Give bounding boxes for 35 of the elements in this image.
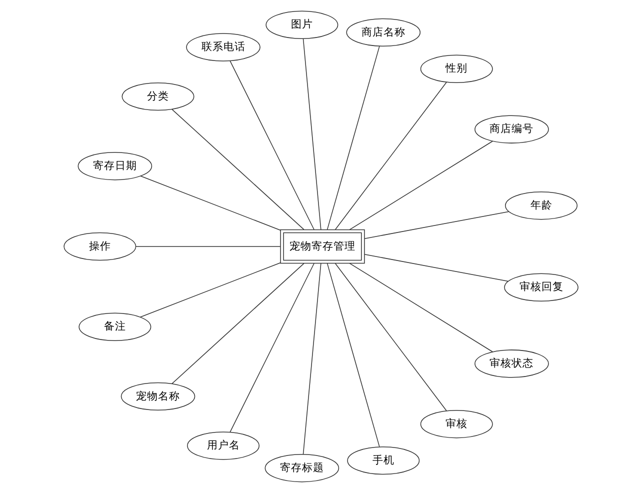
node-ellipse: 寄存日期 — [77, 152, 152, 180]
connector — [364, 254, 508, 282]
connector — [302, 38, 321, 230]
connector — [139, 262, 280, 318]
node-ellipse: 年龄 — [504, 191, 577, 220]
node-ellipse: 性别 — [420, 54, 492, 83]
connector — [326, 46, 380, 230]
connector — [334, 263, 446, 412]
node-ellipse: 操作 — [63, 232, 136, 261]
connector — [302, 263, 321, 455]
node-box: 宠物寄存管理 — [280, 229, 364, 264]
node-ellipse: 商店名称 — [346, 18, 420, 47]
connector — [326, 262, 380, 448]
node-ellipse: 联系电话 — [186, 33, 260, 62]
connector — [348, 140, 493, 230]
connector — [348, 262, 493, 352]
node-ellipse: 用户名 — [186, 432, 260, 460]
connector — [171, 263, 304, 384]
node-ellipse: 图片 — [265, 10, 338, 39]
node-ellipse: 宠物名称 — [120, 382, 195, 411]
connector — [171, 108, 304, 230]
node-ellipse: 审核回复 — [504, 273, 578, 302]
node-ellipse: 备注 — [78, 312, 151, 342]
node-ellipse: 分类 — [121, 82, 194, 111]
node-ellipse: 商店编号 — [474, 115, 548, 144]
connector — [140, 176, 280, 231]
connector — [334, 82, 446, 230]
node-ellipse: 手机 — [346, 446, 420, 475]
connector — [229, 263, 314, 432]
connector — [229, 60, 314, 230]
node-ellipse: 审核 — [420, 410, 492, 438]
connector — [364, 211, 509, 239]
connector — [135, 246, 280, 247]
node-ellipse: 寄存标题 — [264, 454, 339, 482]
node-ellipse: 审核状态 — [474, 350, 548, 378]
